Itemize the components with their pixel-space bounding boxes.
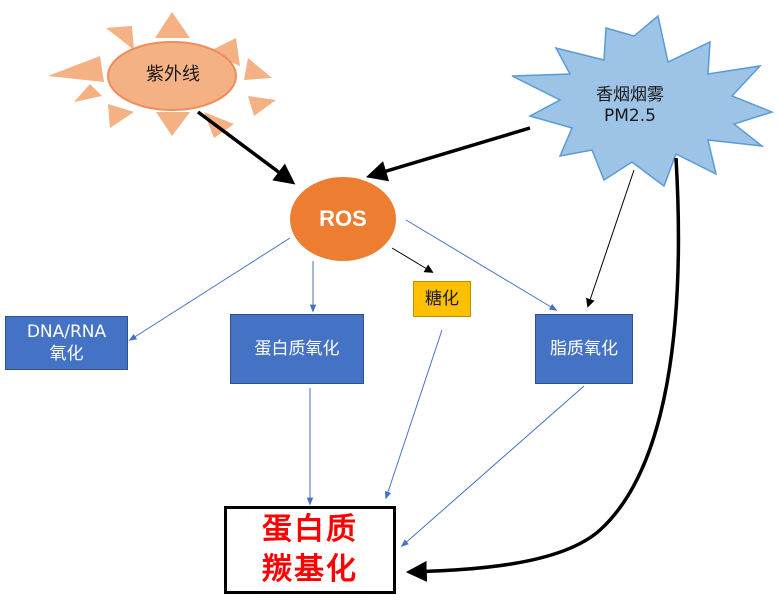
dna-rna-line1: DNA/RNA	[26, 321, 107, 342]
arrow-ros-to-glycation	[391, 247, 434, 273]
dna-rna-oxidation-box: DNA/RNA 氧化	[5, 316, 128, 370]
arrow-lipid-to-result	[400, 385, 585, 548]
lipid-oxidation-box: 脂质氧化	[535, 314, 633, 384]
lipid-oxidation-label: 脂质氧化	[550, 338, 618, 359]
arrow-ros-to-dna	[128, 237, 291, 341]
ros-circle	[290, 177, 396, 261]
ros-label: ROS	[319, 206, 367, 232]
arrow-smoke-to-ros	[365, 126, 531, 182]
smoke-label-line2: PM2.5	[604, 106, 656, 126]
smoke-label-line1: 香烟烟雾	[596, 84, 664, 105]
protein-oxidation-box: 蛋白质氧化	[230, 314, 364, 384]
smoke-shape	[511, 14, 775, 188]
result-line1: 蛋白质	[262, 511, 358, 547]
uv-label: 紫外线	[146, 63, 200, 85]
arrow-glycation-to-result	[384, 329, 443, 500]
protein-oxidation-label: 蛋白质氧化	[254, 338, 340, 359]
protein-carbonylation-box: 蛋白质 羰基化	[224, 506, 396, 594]
arrow-ros-to-lipid	[405, 219, 558, 311]
arrow-smoke-to-lipid	[586, 169, 635, 308]
glycation-label: 糖化	[425, 288, 459, 309]
arrow-smoke-to-result	[405, 157, 681, 582]
smoke-label: 香烟烟雾 PM2.5	[560, 80, 700, 132]
glycation-box: 糖化	[413, 281, 471, 317]
sun-shape	[48, 12, 276, 138]
arrow-uv-to-ros	[196, 110, 296, 185]
dna-rna-line2: 氧化	[49, 344, 84, 364]
result-line2: 羰基化	[262, 552, 358, 587]
